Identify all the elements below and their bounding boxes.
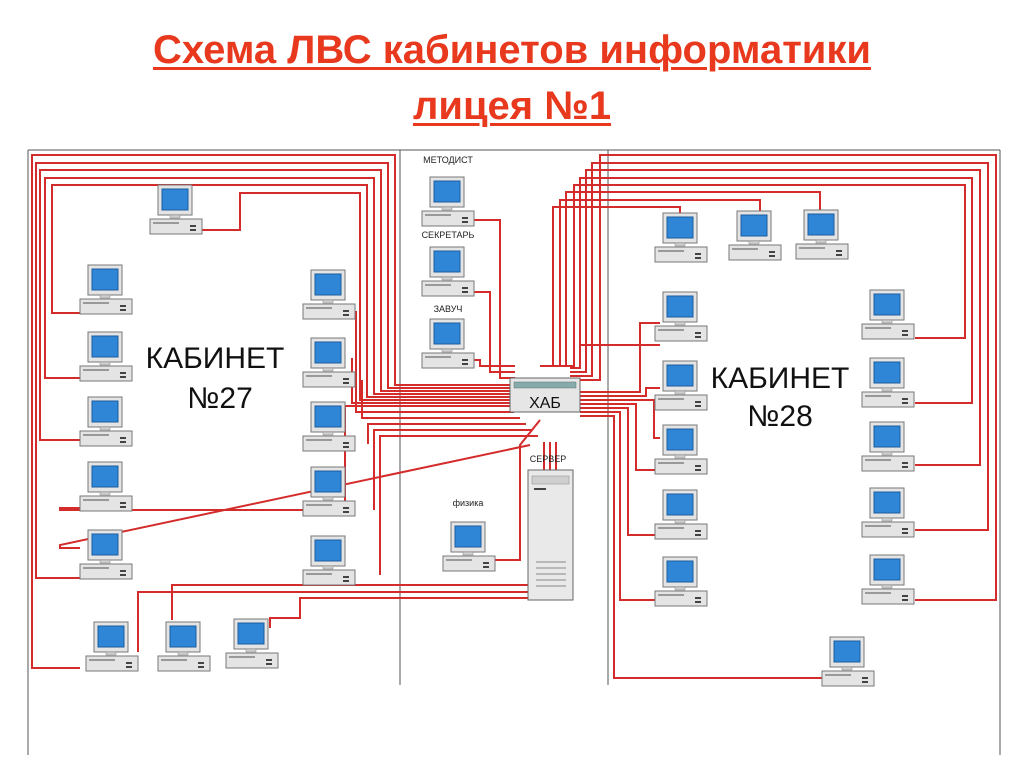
computer-icon: [79, 331, 133, 382]
room-28-label: КАБИНЕТ №28: [711, 362, 850, 433]
computer-icon: [302, 535, 356, 586]
computer-icon: [85, 621, 139, 672]
computer-icon: [79, 396, 133, 447]
computer-icon: [861, 357, 915, 408]
computer-icon: [654, 212, 708, 263]
zavuch-label: ЗАВУЧ: [434, 304, 463, 314]
network-cables: [31, 154, 997, 679]
room-27-line-2: №27: [187, 382, 253, 415]
computer-icon: [79, 529, 133, 580]
computer-icon: [421, 176, 475, 227]
computer-icon: [149, 184, 203, 235]
computer-icon: [861, 487, 915, 538]
computer-icon: [861, 289, 915, 340]
computer-icon: [157, 621, 211, 672]
room-27-line-1: КАБИНЕТ: [146, 342, 285, 375]
computer-icon: [79, 264, 133, 315]
fizika-label: физика: [453, 498, 484, 508]
hub-label: ХАБ: [529, 395, 561, 412]
computer-icon: [654, 556, 708, 607]
computer-icon: [654, 360, 708, 411]
computer-icon: [79, 461, 133, 512]
diagram-title: Схема ЛВС кабинетов информатики лицея №1: [0, 22, 1024, 134]
title-line-1: Схема ЛВС кабинетов информатики: [152, 28, 871, 72]
computer-icon: [728, 210, 782, 261]
computer-icon: [442, 521, 496, 572]
computer-icon: [302, 337, 356, 388]
computer-icon: [795, 209, 849, 260]
computer-icon: [421, 246, 475, 297]
room-28-line-2: №28: [747, 400, 813, 433]
room-27-label: КАБИНЕТ №27: [146, 342, 285, 415]
computer-icon: [302, 269, 356, 320]
computer-icon: [654, 489, 708, 540]
computer-icon: [654, 291, 708, 342]
computer-icon: [821, 636, 875, 687]
computer-icon: [861, 421, 915, 472]
computer-icon: [302, 401, 356, 452]
computer-icon: [421, 318, 475, 369]
sekretar-label: СЕКРЕТАРЬ: [422, 230, 475, 240]
room-28-line-1: КАБИНЕТ: [711, 362, 850, 395]
computer-icon: [654, 424, 708, 475]
hub: ХАБ: [509, 377, 581, 413]
server: СЕРВЕР: [527, 454, 574, 601]
server-label: СЕРВЕР: [530, 454, 567, 464]
computer-icon: [861, 554, 915, 605]
computer-icon: [302, 466, 356, 517]
room-walls: [27, 149, 1001, 755]
metodist-label: МЕТОДИСТ: [423, 155, 473, 165]
title-line-2: лицея №1: [412, 84, 612, 128]
